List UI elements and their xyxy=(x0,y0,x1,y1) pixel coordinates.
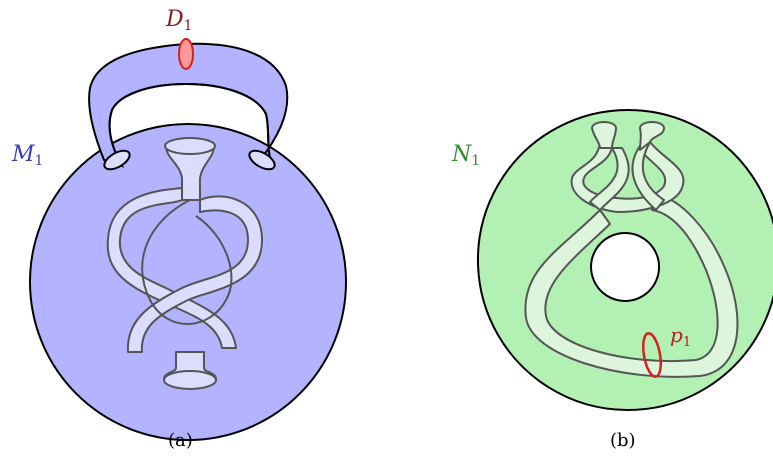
label-m1-sub: 1 xyxy=(35,153,44,169)
label-p1-sub: 1 xyxy=(683,335,691,350)
label-n1-sub: 1 xyxy=(471,153,480,169)
caption-a: (a) xyxy=(168,430,193,451)
handle-foot-left xyxy=(103,149,131,171)
panel-a: M1 D1 (a) xyxy=(11,7,347,451)
label-n1: N1 xyxy=(451,142,480,169)
caption-b: (b) xyxy=(610,430,636,451)
ball-m1 xyxy=(29,123,347,441)
knotted-core xyxy=(524,121,739,378)
label-m1-main: M xyxy=(11,142,35,167)
label-d1: D1 xyxy=(165,7,193,34)
label-n1-main: N xyxy=(451,142,472,167)
panel-b: N1 p1 (b) xyxy=(451,109,773,451)
label-d1-main: D xyxy=(165,7,184,32)
curve-p1 xyxy=(641,332,663,378)
handle-foot-right xyxy=(248,149,276,171)
handle-inner-outline xyxy=(108,82,273,167)
label-p1: p1 xyxy=(670,323,691,350)
knotted-tube xyxy=(106,137,263,390)
label-p1-main: p xyxy=(670,323,683,347)
label-d1-sub: 1 xyxy=(184,18,193,34)
label-m1: M1 xyxy=(11,142,43,169)
disk-d1 xyxy=(178,38,194,70)
